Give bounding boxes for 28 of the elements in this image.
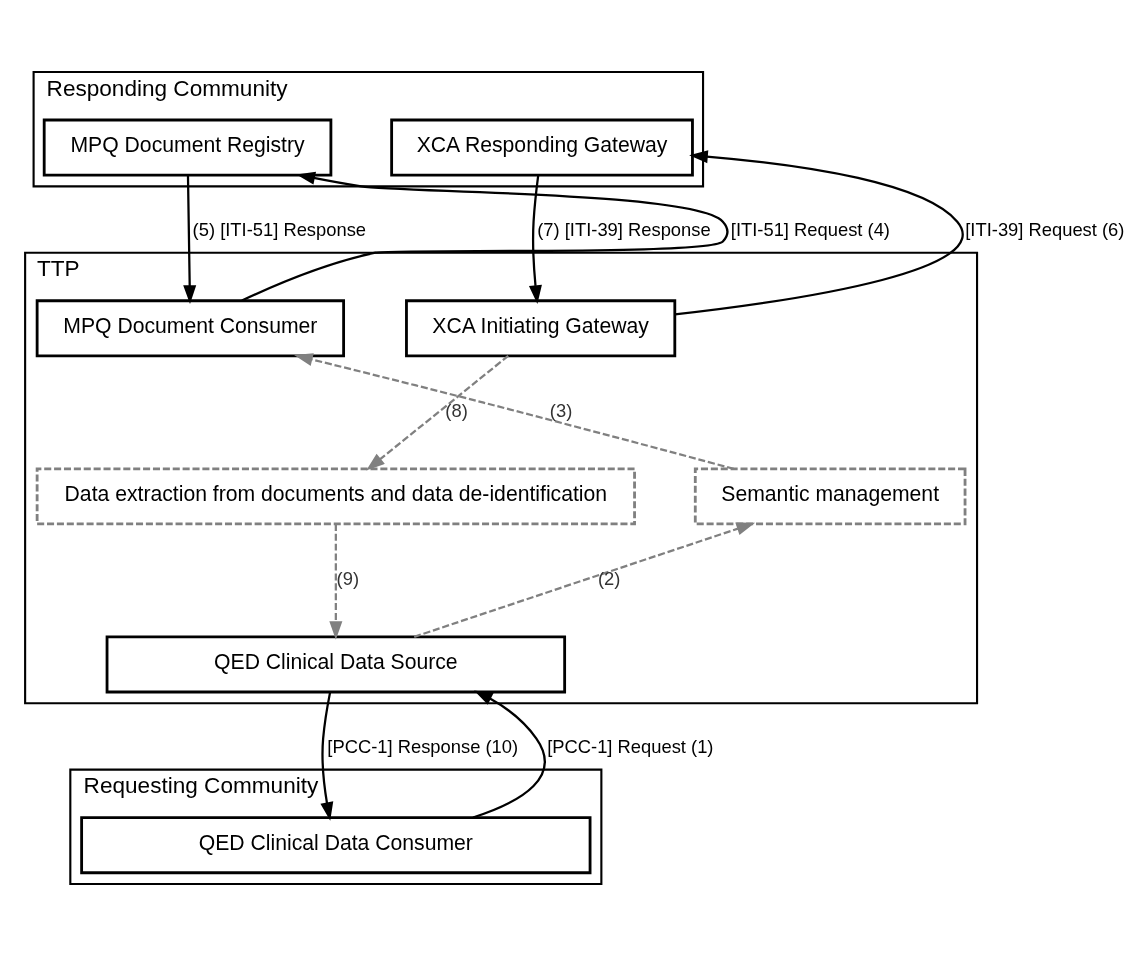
edge-label: (3) (549, 399, 573, 421)
edge-label: (9) (336, 567, 360, 589)
node-box: XCA Initiating Gateway (405, 298, 677, 357)
edge-label: (7) [ITI-39] Response (537, 218, 711, 240)
node-box: XCA Responding Gateway (390, 118, 694, 176)
node-box: QED Clinical Data Source (105, 635, 567, 693)
arrow (294, 352, 734, 470)
node-box: Semantic management (693, 466, 967, 525)
edge-label: (8) (445, 399, 468, 421)
edge-label: [ITI-39] Request (6) (965, 218, 1125, 240)
arrow (472, 690, 546, 819)
node-box: QED Clinical Data Consumer (80, 815, 592, 874)
node-box: MPQ Document Consumer (35, 298, 346, 357)
arrow (241, 171, 728, 302)
node-box: MPQ Document Registry (42, 118, 333, 176)
edge-label: [PCC-1] Request (1) (547, 735, 714, 757)
edge-label: (2) (597, 567, 621, 589)
edge-label: [ITI-51] Request (4) (730, 218, 890, 240)
arrow (674, 149, 964, 316)
arrow (183, 174, 197, 304)
arrow (413, 522, 756, 638)
arrow (528, 174, 542, 304)
arrow (329, 523, 343, 640)
arrow (366, 354, 509, 470)
arrow (320, 691, 334, 821)
node-box: Data extraction from documents and data de-identification (35, 466, 636, 525)
edge-label: (5) [ITI-51] Response (192, 218, 367, 240)
edge-label: [PCC-1] Response (10) (327, 735, 519, 757)
